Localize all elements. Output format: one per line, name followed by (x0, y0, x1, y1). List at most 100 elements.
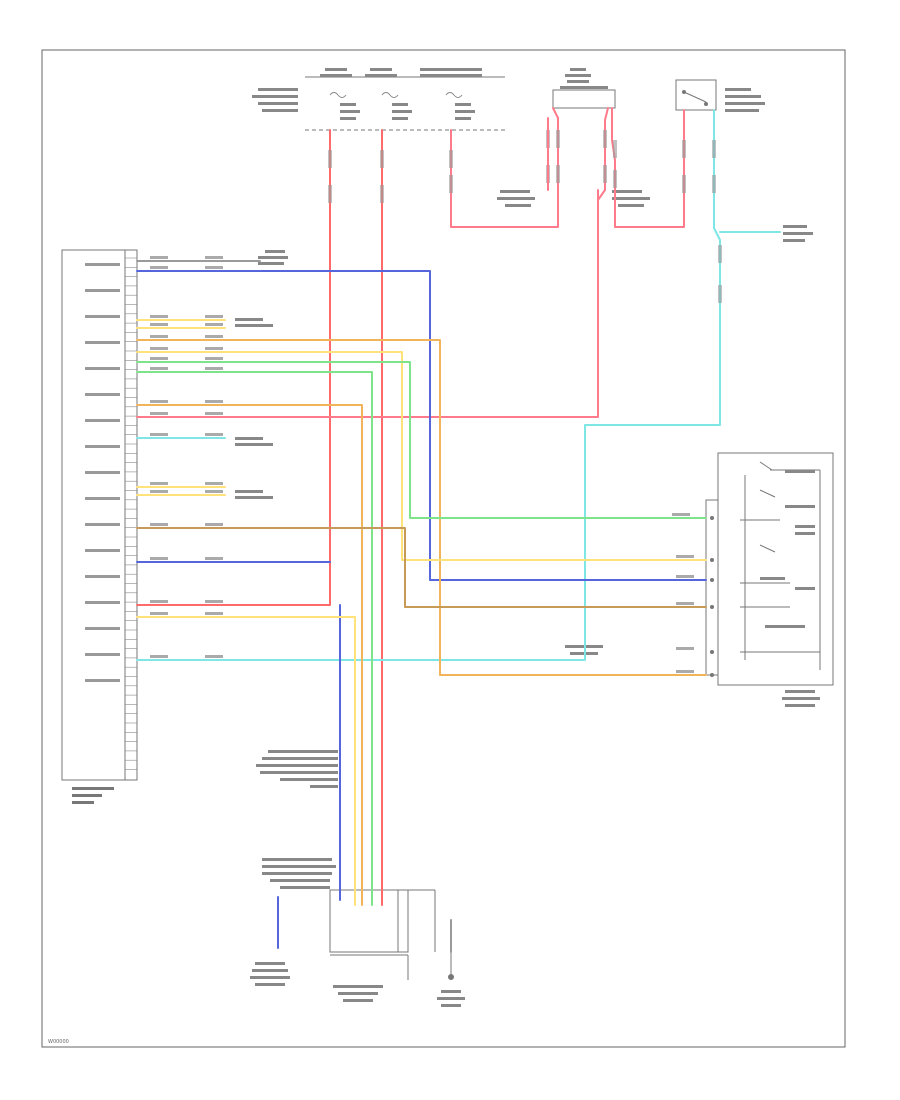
trailer-brake-module-pinstrip (124, 249, 138, 781)
wire-brown-1 (136, 527, 707, 608)
wire-color-code (328, 150, 332, 168)
wire-label (205, 323, 223, 326)
module-pin-label (85, 419, 120, 422)
wire-label (150, 490, 168, 493)
wire-color-code (718, 245, 722, 263)
wire-label (676, 602, 694, 605)
trailer-brake-module (61, 249, 138, 804)
wire-label (205, 357, 223, 360)
ground-symbol (437, 952, 465, 1007)
wire-yellow-2 (136, 616, 356, 906)
wire-color-code (682, 175, 686, 193)
wire-label (205, 655, 223, 658)
fuse-labels (320, 68, 482, 120)
module-pin-label (85, 497, 120, 500)
wire-label (205, 600, 223, 603)
wire-color-code (380, 150, 384, 168)
module-pin-label (85, 549, 120, 552)
wire-orange-2 (136, 404, 363, 906)
module-pin-label (85, 679, 120, 682)
wire-green-1 (136, 361, 707, 519)
wire-red-fuse-1 (136, 129, 331, 606)
wire-label (205, 612, 223, 615)
footer-code: W00000 (48, 1039, 69, 1045)
wire-label (150, 315, 168, 318)
module-pin-label (85, 601, 120, 604)
trailer-brake-module-label (72, 787, 114, 804)
wire-label (150, 412, 168, 415)
wire-label (150, 400, 168, 403)
module-pin-label (85, 289, 120, 292)
module-pin-label (85, 341, 120, 344)
wire-color-code (380, 185, 384, 203)
wire-label (205, 266, 223, 269)
wire-label (676, 575, 694, 578)
wire-pink-relay-right (136, 107, 609, 418)
module-pin-label (85, 575, 120, 578)
trailer-brake-module-pins (85, 257, 137, 770)
wire-label (676, 670, 694, 673)
wire-label (150, 482, 168, 485)
wire-label (672, 513, 690, 516)
wire-pink-relay-loop (611, 107, 685, 228)
module-pin-label (85, 445, 120, 448)
wire-label (205, 335, 223, 338)
trailer-brake-control (329, 889, 436, 1002)
diagram-frame (41, 49, 846, 1048)
trailer-connector-internals (740, 461, 821, 670)
wire-label (150, 600, 168, 603)
wire-label (150, 347, 168, 350)
fuse-symbols (329, 92, 463, 98)
module-pin-label (85, 315, 120, 318)
wire-label (150, 335, 168, 338)
wire-label (150, 557, 168, 560)
connector-pin (710, 650, 714, 654)
wire-color-code (603, 130, 607, 148)
wire-color-code (613, 140, 617, 158)
wire-color-code (556, 165, 560, 183)
power-distribution-labels (497, 190, 813, 242)
wire-label (150, 256, 168, 259)
relay-top-center (552, 68, 616, 109)
trailer-connector-module (705, 452, 834, 707)
wire-color-code (682, 140, 686, 158)
wire-pink-fuse-3 (450, 107, 559, 228)
connector-pin (710, 558, 714, 562)
wire-label (205, 256, 223, 259)
wire-label (205, 367, 223, 370)
wire-label (150, 433, 168, 436)
module-pin-label (85, 523, 120, 526)
wire-orange-1 (136, 339, 707, 676)
module-pin-label (85, 627, 120, 630)
module-pin-label (85, 653, 120, 656)
wire-color-code (449, 150, 453, 168)
wire-label (150, 367, 168, 370)
wire-label (205, 482, 223, 485)
wire-cyan-stoplamp (136, 109, 721, 661)
stop-lamp-switch (675, 79, 765, 112)
connector-pin (710, 516, 714, 520)
trailer-brake-control-box (329, 889, 409, 953)
trailer-brake-module-box (61, 249, 126, 781)
splice-annotations (235, 250, 603, 889)
wire-color-code (603, 165, 607, 183)
fuse-block (252, 68, 505, 131)
fuse-block-label (252, 88, 298, 112)
wire-label (205, 347, 223, 350)
relay-top-center-box (552, 89, 616, 109)
wire-blue-top (136, 270, 707, 581)
accessory-connector (250, 962, 290, 986)
wire-label (150, 357, 168, 360)
wire-color-code (718, 285, 722, 303)
wire-label (205, 490, 223, 493)
wire-color-code (712, 175, 716, 193)
trailer-connector-box (717, 452, 834, 686)
wire-green-2 (136, 371, 373, 906)
wire-label (150, 323, 168, 326)
module-pin-label (85, 393, 120, 396)
wire-color-code (556, 130, 560, 148)
wire-label (150, 266, 168, 269)
wire-color-code (449, 175, 453, 193)
wire-label (205, 433, 223, 436)
